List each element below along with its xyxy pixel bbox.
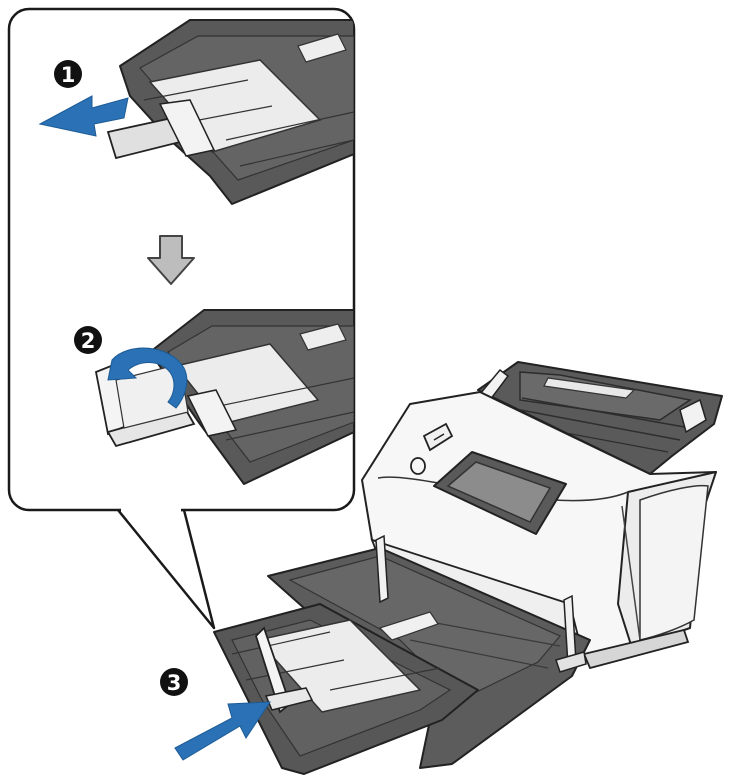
step-2-badge: 2 (74, 326, 102, 354)
step-2-number: 2 (81, 329, 96, 353)
input-paper-tray (477, 361, 723, 475)
document-scanner: 3 (160, 361, 723, 775)
control-panel (410, 422, 567, 535)
magnified-callout: 1 (7, 7, 356, 630)
power-button-icon (410, 457, 426, 475)
step-3-badge: 3 (160, 668, 188, 696)
slider-switch-icon (422, 422, 454, 452)
curved-arrow-icon (107, 347, 188, 409)
arrow-left-icon (38, 95, 129, 137)
arrow-down-outline-icon (147, 235, 195, 285)
flipped-stopper (94, 362, 238, 448)
step-1-number: 1 (61, 63, 76, 87)
step-2-illustration (94, 309, 354, 485)
arrow-right-icon (174, 701, 271, 761)
pulled-extension (106, 99, 216, 160)
step-1-badge: 1 (54, 60, 82, 88)
output-tray-extension (213, 603, 479, 775)
step-1-illustration (38, 19, 354, 205)
paper-stopper (254, 626, 314, 714)
step-3-number: 3 (167, 671, 182, 695)
